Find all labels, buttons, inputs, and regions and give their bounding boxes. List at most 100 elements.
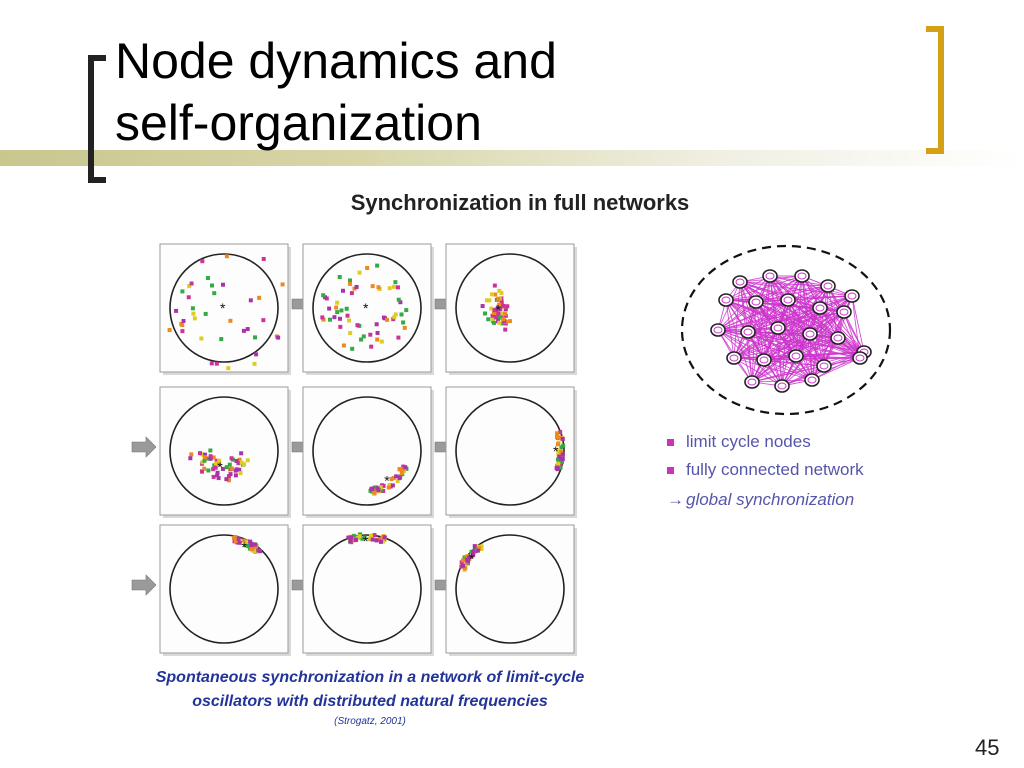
- oscillator-dot: [187, 284, 192, 289]
- oscillator-dot: [243, 543, 248, 548]
- oscillator-dot: [484, 298, 489, 303]
- limit-cycle-circle: [455, 396, 565, 506]
- oscillator-dot: [497, 320, 502, 325]
- oscillator-dot: [213, 465, 218, 470]
- limit-cycle-node-inner: [833, 334, 843, 342]
- network-edge: [763, 359, 813, 381]
- oscillator-dot: [501, 303, 506, 308]
- oscillator-dot: [461, 563, 466, 568]
- oscillator-dot: [337, 274, 342, 279]
- oscillator-dot: [211, 474, 216, 479]
- network-edge: [717, 295, 853, 331]
- oscillator-dot: [399, 470, 404, 475]
- oscillator-dot: [493, 292, 498, 297]
- oscillator-dot: [397, 476, 402, 481]
- oscillator-dot: [368, 533, 373, 538]
- network-edge: [747, 331, 839, 339]
- oscillator-dot: [559, 456, 564, 461]
- oscillator-dot: [379, 339, 384, 344]
- network-edge: [809, 333, 861, 359]
- oscillator-dot: [186, 295, 191, 300]
- oscillator-dot: [220, 466, 225, 471]
- oscillator-dot: [229, 456, 234, 461]
- oscillator-dot: [492, 283, 497, 288]
- oscillator-dot: [396, 335, 401, 340]
- limit-cycle-node: [816, 359, 832, 373]
- oscillator-dot: [369, 486, 374, 491]
- figure-heading: Synchronization in full networks: [350, 190, 690, 215]
- oscillator-dot: [257, 295, 262, 300]
- network-edge: [755, 301, 845, 313]
- network-edge: [787, 299, 861, 359]
- network-edge: [733, 333, 811, 359]
- oscillator-dot: [370, 537, 375, 542]
- limit-cycle-node: [748, 295, 764, 309]
- oscillator-dot: [348, 331, 353, 336]
- network-edge: [725, 285, 829, 301]
- oscillator-dot: [239, 451, 244, 456]
- oscillator-dot: [335, 310, 340, 315]
- oscillator-dot: [214, 458, 219, 463]
- oscillator-dot: [174, 308, 179, 313]
- limit-cycle-node-inner: [815, 304, 825, 312]
- oscillator-dot: [337, 316, 342, 321]
- oscillator-dot: [190, 306, 195, 311]
- oscillator-panel: *: [302, 524, 434, 656]
- oscillator-dot: [244, 539, 249, 544]
- oscillator-dot: [500, 321, 505, 326]
- limit-cycle-node: [774, 379, 790, 393]
- limit-cycle-node: [812, 301, 828, 315]
- oscillator-dot: [200, 460, 205, 465]
- oscillator-dot: [188, 456, 193, 461]
- oscillator-dot: [237, 467, 242, 472]
- oscillator-dot: [463, 566, 468, 571]
- limit-cycle-node: [788, 349, 804, 363]
- oscillator-dot: [501, 317, 506, 322]
- network-edge: [717, 285, 829, 331]
- page-number: 45: [975, 735, 1000, 760]
- limit-cycle-circle: [455, 534, 565, 644]
- limit-cycle-node: [726, 351, 742, 365]
- oscillator-dot: [556, 452, 561, 457]
- network-edge: [751, 299, 789, 383]
- oscillator-dot: [239, 460, 244, 465]
- limit-cycle-circle: [455, 253, 565, 363]
- oscillator-dot: [248, 539, 253, 544]
- oscillator-dot: [357, 270, 362, 275]
- oscillator-dot: [490, 317, 495, 322]
- oscillator-dot: [352, 286, 357, 291]
- oscillator-dot: [370, 489, 375, 494]
- oscillator-dot: [320, 315, 325, 320]
- limit-cycle-node: [844, 289, 860, 303]
- network-edge: [763, 333, 811, 361]
- network-edge: [811, 285, 829, 381]
- oscillator-dot: [374, 322, 379, 327]
- oscillator-dot: [181, 318, 186, 323]
- limit-cycle-node-inner: [713, 326, 723, 334]
- oscillator-dot: [252, 361, 257, 366]
- oscillator-dot: [365, 265, 370, 270]
- limit-cycle-node-inner: [773, 324, 783, 332]
- oscillator-dot: [560, 452, 565, 457]
- figure-caption-line-2: oscillators with distributed natural fre…: [192, 693, 548, 710]
- limit-cycle-node-inner: [747, 378, 757, 386]
- title-bracket-left: [88, 55, 106, 183]
- limit-cycle-circle: [312, 534, 422, 644]
- oscillator-dot: [215, 473, 220, 478]
- limit-cycle-node-inner: [777, 382, 787, 390]
- limit-cycle-circle: [312, 253, 422, 363]
- oscillator-dot: [335, 300, 340, 305]
- oscillator-dot: [492, 320, 497, 325]
- oscillator-dot: [398, 300, 403, 305]
- oscillator-dot: [401, 464, 406, 469]
- oscillator-dot: [214, 361, 219, 366]
- oscillator-dot: [348, 539, 353, 544]
- oscillator-dot: [237, 457, 242, 462]
- oscillator-dot: [379, 488, 384, 493]
- oscillator-dot: [228, 318, 233, 323]
- oscillator-dot: [471, 551, 476, 556]
- order-parameter-marker: *: [241, 539, 247, 555]
- oscillator-dot: [374, 538, 379, 543]
- oscillator-dot: [334, 305, 339, 310]
